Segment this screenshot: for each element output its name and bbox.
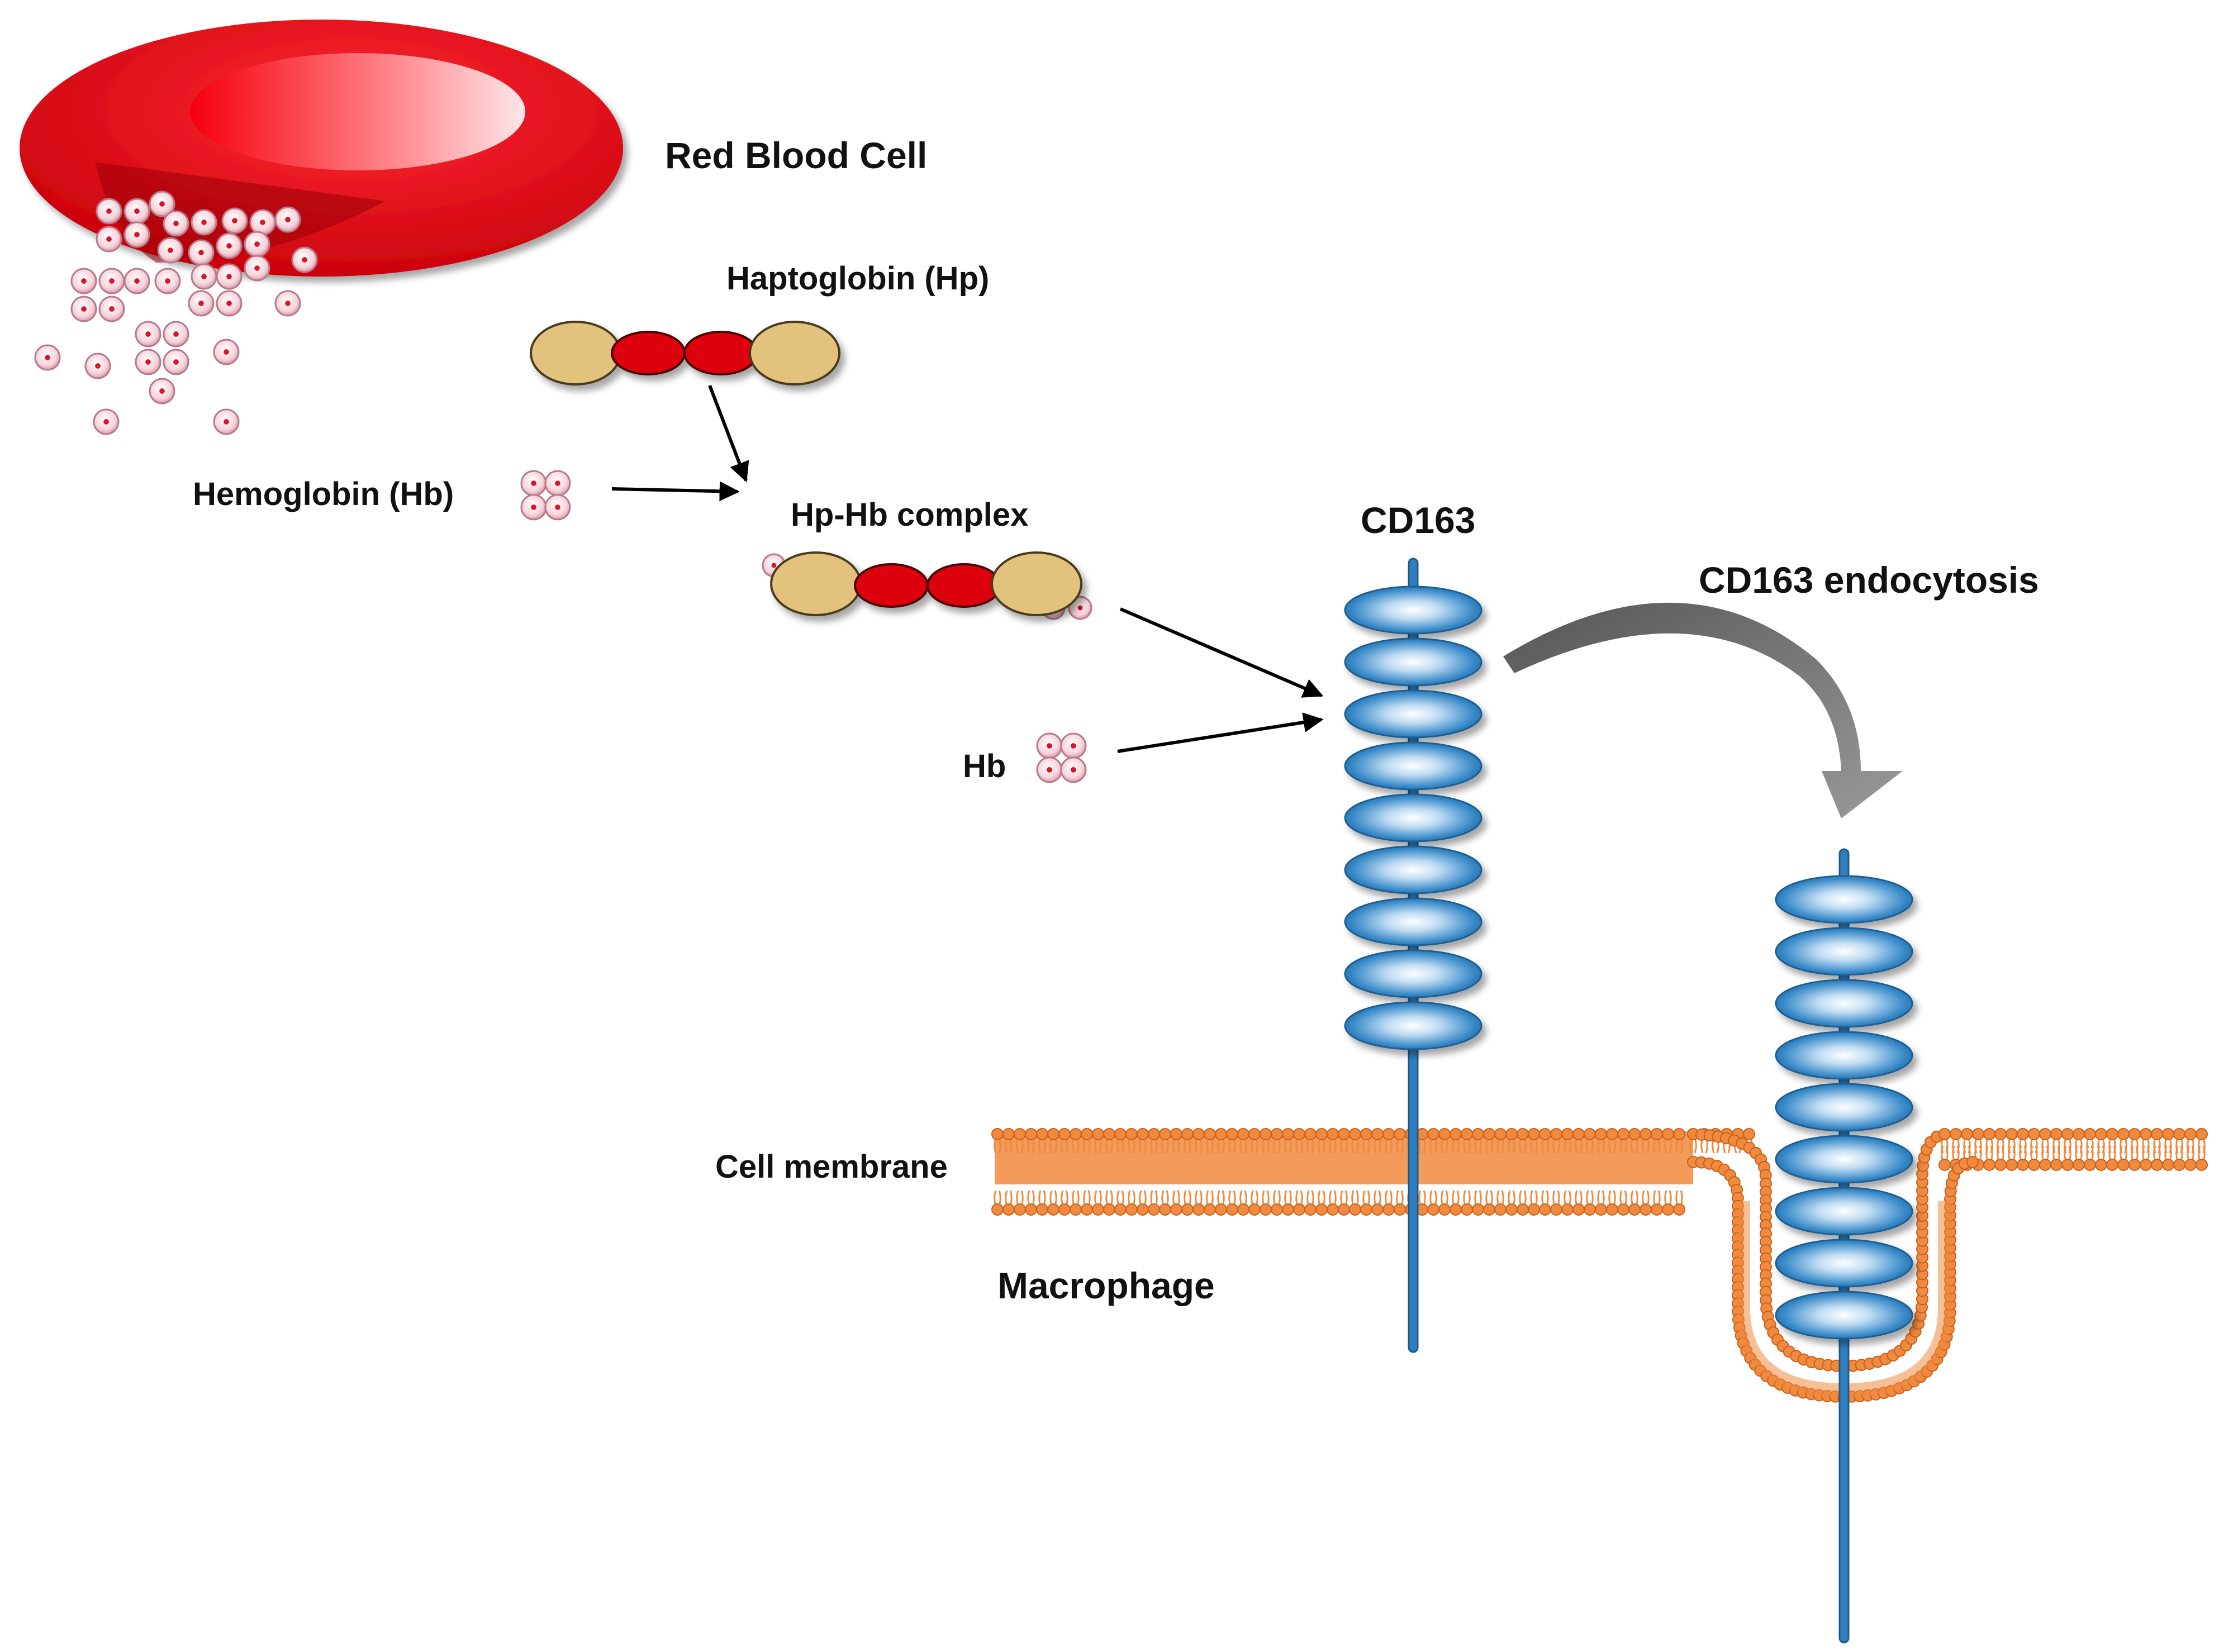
hemoglobin-subunit xyxy=(520,470,547,497)
cd163-srcr-domain xyxy=(1775,1291,1913,1340)
hemoglobin-subunit xyxy=(135,349,161,375)
cd163-srcr-domain xyxy=(1344,1001,1482,1050)
hemoglobin-subunit xyxy=(244,231,270,258)
hemoglobin-subunit xyxy=(216,232,243,259)
endocytosis-arrow xyxy=(1503,602,1903,818)
cd163-srcr-domain xyxy=(1344,793,1482,842)
hemoglobin-subunit xyxy=(123,268,150,294)
cd163-receptor-surface xyxy=(1344,558,1482,1353)
hemoglobin-subunit xyxy=(191,209,217,236)
cd163-srcr-domain xyxy=(1775,875,1913,924)
hemoglobin-subunit xyxy=(544,470,571,497)
label-cell-membrane: Cell membrane xyxy=(715,1149,948,1185)
hemoglobin-subunit xyxy=(191,263,217,290)
arrow-hp-to-complex xyxy=(708,384,749,483)
hemoglobin-subunit xyxy=(163,210,189,237)
cd163-srcr-domain xyxy=(1775,1083,1913,1132)
cd163-receptor-endocytosed xyxy=(1775,848,1913,1644)
cd163-srcr-domain xyxy=(1344,845,1482,894)
hemoglobin-subunit xyxy=(520,494,547,521)
hemoglobin-subunit xyxy=(1036,732,1063,759)
cd163-srcr-domain xyxy=(1775,979,1913,1028)
hemoglobin-subunit xyxy=(70,296,97,322)
hemoglobin-subunit xyxy=(96,198,122,225)
hemoglobin-subunit xyxy=(1060,756,1087,783)
hemoglobin-subunit xyxy=(98,296,125,322)
hemoglobin-tetramer xyxy=(520,470,571,521)
hemoglobin-subunit xyxy=(188,290,215,317)
hemoglobin-subunit xyxy=(135,321,161,347)
cd163-srcr-domain xyxy=(1775,1135,1913,1184)
label-hp-hb-complex: Hp-Hb complex xyxy=(791,497,1029,533)
hemoglobin-subunit xyxy=(163,349,189,375)
hemoglobin-subunit xyxy=(149,191,175,217)
cd163-srcr-domain xyxy=(1344,741,1482,791)
hemoglobin-subunit xyxy=(216,290,243,317)
cd163-srcr-domain xyxy=(1344,637,1482,687)
cd163-srcr-domain xyxy=(1344,689,1482,739)
hemoglobin-subunit xyxy=(84,353,111,379)
label-haptoglobin: Haptoglobin (Hp) xyxy=(726,260,990,297)
hemoglobin-subunit xyxy=(216,263,243,290)
cd163-srcr-domain xyxy=(1775,1031,1913,1080)
hemoglobin-subunit xyxy=(213,408,240,435)
label-hemoglobin: Hemoglobin (Hb) xyxy=(193,476,454,512)
arrow-hb-to-complex xyxy=(611,481,740,502)
hemoglobin-subunit xyxy=(221,207,248,234)
hemoglobin-subunit xyxy=(123,198,150,225)
arrow-complex-to-cd163 xyxy=(1119,607,1324,698)
hemoglobin-subunit xyxy=(1068,596,1092,620)
cd163-srcr-domain xyxy=(1344,585,1482,635)
cd163-srcr-domain xyxy=(1344,949,1482,998)
hemoglobin-subunit xyxy=(213,339,240,365)
hemoglobin-subunit xyxy=(188,239,215,266)
hemoglobin-subunit xyxy=(544,494,571,521)
hemoglobin-subunit xyxy=(291,246,318,273)
hp-hb-complex xyxy=(770,551,1082,616)
hemoglobin-subunit xyxy=(154,268,181,294)
hemoglobin-subunit xyxy=(93,408,120,435)
hemoglobin-subunit xyxy=(149,378,175,404)
hemoglobin-subunit xyxy=(274,206,301,233)
hemoglobin-subunit xyxy=(70,268,97,294)
hemoglobin-subunit xyxy=(163,321,189,347)
hemoglobin-subunit xyxy=(98,268,125,294)
hemoglobin-subunit xyxy=(123,221,150,248)
hemoglobin-subunit xyxy=(1036,756,1063,783)
hemoglobin-subunit xyxy=(244,255,270,282)
hemoglobin-subunit xyxy=(96,226,122,253)
label-red-blood-cell: Red Blood Cell xyxy=(665,135,928,176)
binding-arrows xyxy=(611,384,1324,753)
arrow-hb-to-cd163 xyxy=(1117,712,1324,753)
hemoglobin-subunit xyxy=(157,237,184,264)
cd163-srcr-domain xyxy=(1344,897,1482,946)
cd163-srcr-domain xyxy=(1775,1239,1913,1288)
hemoglobin-tetramer xyxy=(1036,732,1087,783)
cd163-srcr-domain xyxy=(1775,1187,1913,1236)
label-hb: Hb xyxy=(963,748,1006,784)
haptoglobin-molecule xyxy=(530,321,840,385)
hemoglobin-subunit xyxy=(1060,732,1087,759)
hemoglobin-subunit xyxy=(34,344,61,371)
label-cd163-endocytosis: CD163 endocytosis xyxy=(1699,559,2039,601)
cd163-srcr-domain xyxy=(1775,927,1913,976)
label-macrophage: Macrophage xyxy=(997,1265,1215,1306)
hemoglobin-subunit xyxy=(249,209,276,236)
hemoglobin-subunit xyxy=(274,290,301,317)
label-cd163: CD163 xyxy=(1361,499,1476,541)
